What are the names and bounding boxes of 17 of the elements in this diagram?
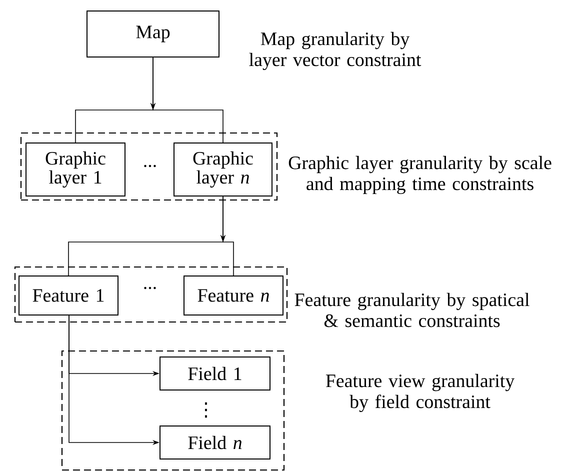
annotation-text: Graphic layer granularity by scale and mapping time constraints (288, 156, 552, 194)
dashed-group-box (20, 132, 278, 201)
dashed-group-box (14, 266, 288, 323)
process-box: Field 1 (160, 356, 270, 390)
dashed-group-box (61, 350, 285, 471)
process-box: Map (86, 10, 220, 58)
ellipsis: ... (144, 286, 156, 290)
process-box: Graphic layer 1 (26, 142, 126, 196)
ellipsis: ... (144, 164, 156, 168)
annotation-text: Feature view granularity by field constraint (326, 374, 515, 412)
process-box: Graphic layer n (174, 142, 272, 196)
process-box: Feature 1 (18, 276, 118, 316)
ellipsis: ⋮ (205, 402, 207, 418)
process-box: Field n (160, 426, 270, 460)
process-box: Feature n (184, 276, 284, 316)
annotation-text: Map granularity by layer vector constraint (249, 32, 422, 70)
annotation-text: Feature granularity by spatical & semantic constraints (294, 292, 530, 328)
